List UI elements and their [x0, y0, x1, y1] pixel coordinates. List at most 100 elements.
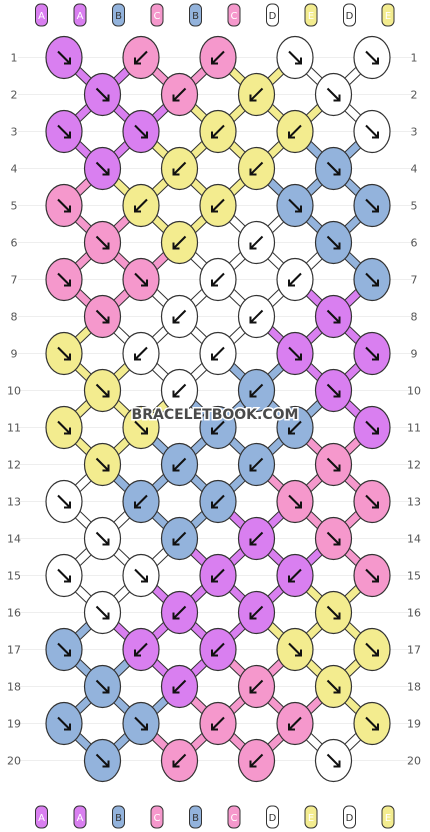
strand-letter: A — [77, 813, 84, 824]
knot — [160, 738, 199, 783]
knot-arrow-sw-icon — [172, 605, 187, 620]
strand-tab — [266, 805, 279, 829]
strand-letter: E — [308, 813, 314, 824]
knot-arrow-se-icon — [134, 420, 148, 435]
strand-letter: E — [385, 11, 391, 22]
arrow-head — [249, 538, 257, 546]
arrow-head — [102, 390, 110, 398]
knot-arrow-sw-icon — [288, 420, 302, 435]
knot-arrow-se-icon — [57, 198, 71, 213]
arrow-head — [249, 612, 257, 620]
row-number-right: 6 — [411, 237, 418, 250]
strand-letter: A — [38, 11, 45, 22]
arrow-head — [249, 168, 257, 176]
strand-tab — [73, 805, 87, 829]
knot-arrow-sw-icon — [172, 531, 187, 546]
strand-letter: D — [269, 11, 277, 22]
arrow-head — [288, 427, 295, 435]
knot — [353, 627, 391, 672]
knot-arrow-sw-icon — [249, 679, 264, 694]
knot-arrow-se-icon — [288, 198, 302, 213]
arrow-head — [102, 686, 110, 694]
arrow-head — [333, 612, 341, 620]
knot-arrow-sw-icon — [288, 124, 302, 139]
arrow-head — [134, 57, 141, 65]
knot — [160, 664, 199, 709]
arrow-head — [102, 464, 110, 472]
row-number-left: 15 — [7, 570, 21, 583]
arrow-head — [102, 316, 110, 324]
knot-arrow-sw-icon — [211, 642, 225, 657]
arrow-head — [295, 649, 302, 657]
arrow-head — [64, 649, 71, 657]
arrow-head — [64, 57, 71, 65]
arrow-head — [372, 649, 379, 657]
knot — [199, 479, 237, 524]
row-number-left: 20 — [7, 755, 21, 768]
row-number-right: 20 — [407, 755, 421, 768]
knot-arrow-se-icon — [326, 161, 341, 176]
knot — [83, 442, 122, 487]
arrow-head — [172, 168, 180, 176]
arrow-head — [333, 538, 341, 546]
knot-arrow-sw-icon — [249, 457, 264, 472]
strand-tab — [304, 805, 318, 829]
row-number-left: 14 — [7, 533, 21, 546]
arrow-head — [333, 760, 341, 768]
arrow-head — [64, 205, 71, 213]
knot — [353, 257, 391, 302]
strand-letter: D — [269, 813, 277, 824]
arrow-head — [172, 686, 180, 694]
knot-arrow-sw-icon — [211, 494, 225, 509]
knot — [45, 553, 83, 598]
row-number-right: 7 — [411, 274, 418, 287]
knot-arrow-sw-icon — [134, 494, 148, 509]
knot-arrow-se-icon — [326, 457, 341, 472]
knot-arrow-sw-icon — [211, 50, 225, 65]
arrow-head — [249, 94, 257, 102]
knot-arrow-sw-icon — [211, 716, 225, 731]
knot-arrow-se-icon — [95, 309, 110, 324]
knot — [276, 331, 314, 376]
row-number-right: 13 — [407, 496, 421, 509]
knot — [353, 479, 391, 524]
knot — [199, 109, 237, 154]
row-number-left: 8 — [11, 311, 18, 324]
knot-arrow-se-icon — [57, 50, 71, 65]
strand-letter: D — [346, 813, 354, 824]
knot — [276, 627, 314, 672]
knot — [45, 183, 83, 228]
row-number-right: 17 — [407, 644, 421, 657]
arrow-head — [333, 464, 341, 472]
knot — [45, 627, 83, 672]
strand-letter: A — [77, 11, 84, 22]
knot-arrow-sw-icon — [172, 457, 187, 472]
knot — [353, 109, 391, 154]
knot-arrow-se-icon — [365, 198, 379, 213]
strand-tab — [227, 805, 241, 829]
knot — [314, 516, 353, 561]
knot-arrow-se-icon — [134, 716, 148, 731]
knot-arrow-se-icon — [57, 716, 71, 731]
knot-arrow-sw-icon — [172, 309, 187, 324]
knot — [276, 257, 314, 302]
strand-tab — [343, 3, 356, 27]
knot — [237, 368, 276, 413]
knot — [353, 331, 391, 376]
knot-arrow-se-icon — [57, 642, 71, 657]
knot — [45, 35, 83, 80]
knot — [353, 35, 391, 80]
knot — [160, 368, 199, 413]
arrow-head — [333, 686, 341, 694]
knot-arrow-se-icon — [57, 346, 71, 361]
knot-arrow-se-icon — [57, 272, 71, 287]
row-number-left: 12 — [7, 459, 21, 472]
arrow-head — [288, 575, 295, 583]
knot-arrow-se-icon — [365, 272, 379, 287]
knot — [122, 627, 160, 672]
knot-arrow-se-icon — [326, 531, 341, 546]
strand-letter: B — [192, 813, 199, 824]
knot — [314, 220, 353, 265]
knot — [122, 35, 160, 80]
